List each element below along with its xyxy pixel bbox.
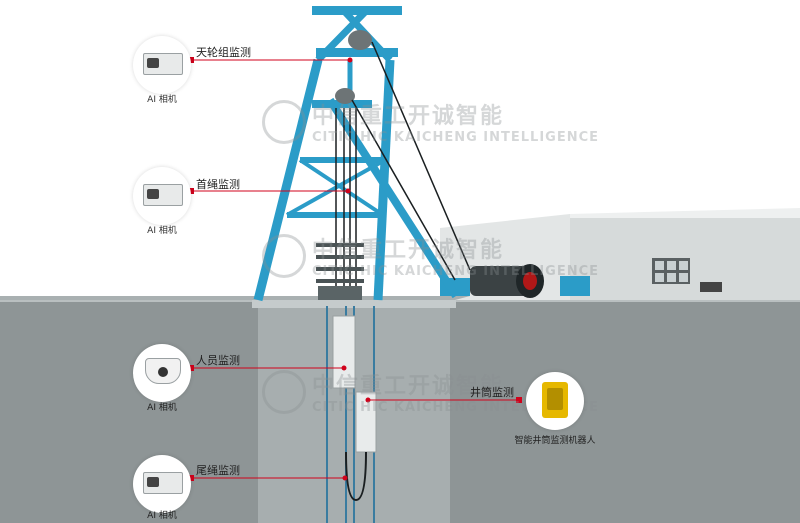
hoist-cage: [332, 315, 377, 453]
winder-drum: [440, 264, 590, 298]
watermark-cn: 中信重工开诚智能: [312, 237, 505, 263]
watermark-en: CITIC HIC KAICHENG INTELLIGENCE: [312, 264, 600, 279]
rope-guide-stack: [316, 243, 364, 300]
ai-camera-1: [133, 36, 191, 94]
shaft-collar: [252, 300, 456, 308]
ai-camera-2: [133, 167, 191, 225]
box-camera-icon: [143, 472, 183, 494]
label-personnel-monitoring: 人员监测: [196, 354, 240, 367]
ai-camera-4-caption: AI 相机: [147, 511, 177, 521]
shaft-inspection-robot: [526, 372, 584, 430]
label-tail-rope-monitoring: 尾绳监测: [196, 464, 240, 477]
citic-logo-icon: [262, 233, 306, 278]
watermark-cn: 中信重工开诚智能: [312, 373, 505, 399]
ai-camera-4: [133, 455, 191, 513]
watermark-3: 中信重工开诚智能 CITIC HIC KAICHENG INTELLIGENCE: [262, 368, 599, 415]
tail-rope: [345, 451, 367, 502]
robot-caption: 智能井筒监测机器人: [514, 436, 596, 446]
robot-icon: [542, 382, 568, 418]
citic-logo-icon: [262, 369, 306, 414]
ai-camera-3-caption: AI 相机: [147, 403, 177, 413]
label-sheave-monitoring: 天轮组监测: [196, 46, 251, 59]
box-camera-icon: [143, 184, 183, 206]
ai-camera-3: [133, 344, 191, 402]
mid-platform: [312, 100, 372, 108]
top-platform: [312, 6, 402, 15]
sheave-wheel: [335, 30, 372, 104]
leader-lines: [192, 59, 518, 479]
watermark-1: 中信重工开诚智能 CITIC HIC KAICHENG INTELLIGENCE: [262, 98, 599, 145]
label-head-rope-monitoring: 首绳监测: [196, 178, 240, 191]
label-shaft-monitoring: 井筒监测: [470, 386, 514, 399]
ai-camera-1-caption: AI 相机: [147, 95, 177, 105]
ai-camera-2-caption: AI 相机: [147, 226, 177, 236]
watermark-cn: 中信重工开诚智能: [312, 103, 505, 129]
leader-dots: [188, 57, 522, 481]
watermark-en: CITIC HIC KAICHENG INTELLIGENCE: [312, 130, 600, 145]
watermark-2: 中信重工开诚智能 CITIC HIC KAICHENG INTELLIGENCE: [262, 232, 599, 279]
headframe-tower: [253, 9, 460, 302]
citic-logo-icon: [262, 99, 306, 144]
box-camera-icon: [143, 53, 183, 75]
sheave-platform: [316, 48, 398, 57]
dome-camera-icon: [145, 358, 181, 384]
